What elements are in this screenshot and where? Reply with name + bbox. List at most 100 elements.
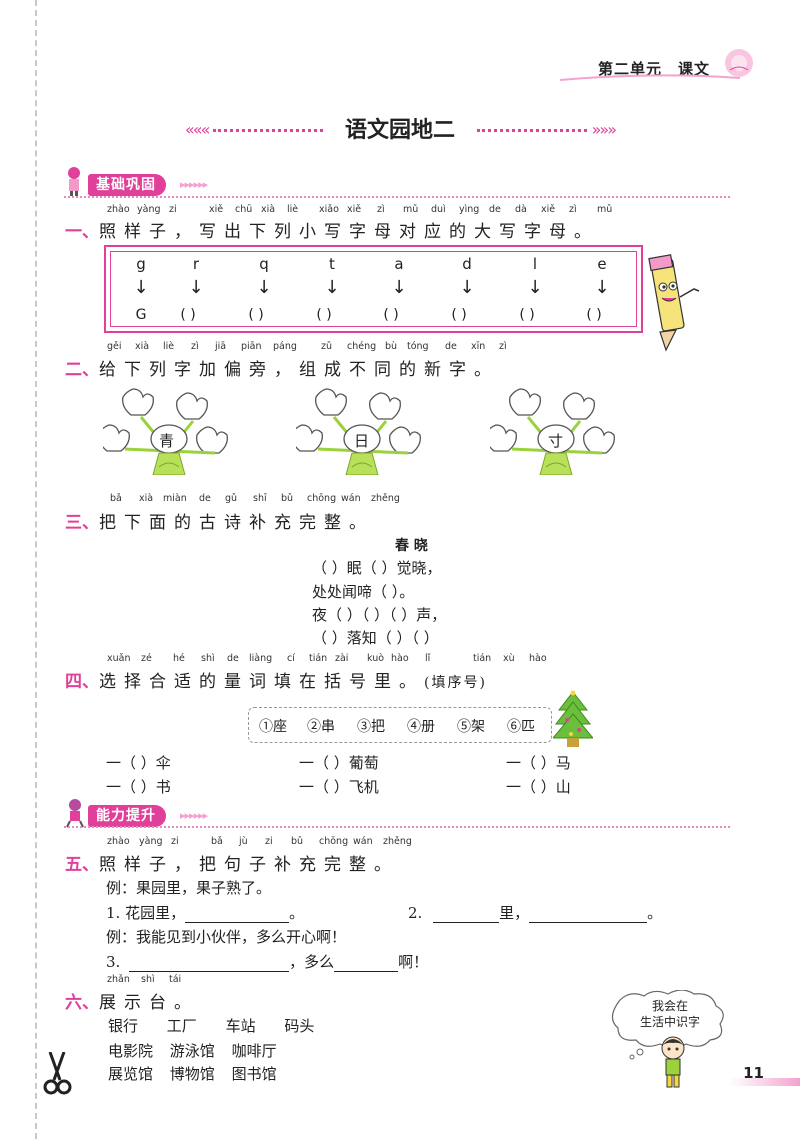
q4-item: 一（ ）葡萄	[299, 754, 379, 772]
pinyin: tián	[309, 653, 328, 664]
question-2: 二、给下列字加偏旁，组成不同的新字。	[65, 355, 499, 380]
pinyin: mǔ	[597, 204, 613, 215]
cut-line	[35, 0, 37, 1139]
flower-cluster: 寸	[485, 387, 625, 476]
answer-slot[interactable]: ( )	[248, 307, 264, 323]
pinyin: xiě	[541, 204, 556, 215]
pinyin: xià	[139, 493, 154, 504]
pinyin: hào	[391, 653, 409, 664]
down-arrow-icon: ↓	[391, 277, 407, 298]
pinyin: yìng	[459, 204, 480, 215]
q6-pinyin: zhǎn shì tái	[65, 974, 265, 986]
title-dots-right	[477, 129, 587, 132]
question-text: 给下列字加偏旁，组成不同的新字。	[99, 360, 499, 380]
place-word: 博物馆	[169, 1065, 215, 1083]
q5-item-1: 1. 花园里，。	[106, 902, 304, 923]
letter-box: g r q t a d l e ↓ ↓ ↓ ↓ ↓ ↓ ↓ ↓ G ( ) ( …	[104, 245, 643, 333]
pinyin: zì	[569, 204, 577, 215]
choice-item: ⑥匹	[507, 719, 535, 735]
pinyin: tóng	[407, 341, 429, 352]
pinyin: piān	[241, 341, 262, 352]
pinyin: wán	[341, 493, 361, 504]
question-number: 三、	[65, 513, 99, 533]
q4-item: 一（ ）山	[506, 778, 571, 796]
question-1: 一、照样子，写出下列小写字母对应的大写字母。	[65, 217, 599, 242]
period: 。	[289, 904, 305, 922]
pinyin: bǔ	[291, 836, 304, 847]
lowercase-letter: l	[532, 255, 538, 273]
tulip-cluster-icon	[291, 388, 421, 476]
pinyin: xù	[503, 653, 515, 664]
pinyin: zhào	[107, 204, 130, 215]
question-6: 六、展示台。	[65, 988, 199, 1013]
flower-cluster: 青	[98, 387, 238, 476]
pinyin: zhào	[107, 836, 130, 847]
answer-blank[interactable]	[185, 906, 290, 923]
child-icon	[661, 1036, 685, 1088]
answer-slot[interactable]: ( )	[519, 307, 535, 323]
place-word: 咖啡厅	[231, 1042, 277, 1060]
section-basic: 基础巩固	[88, 174, 166, 196]
pinyin: zé	[141, 653, 152, 664]
answer-slot[interactable]: ( )	[383, 307, 399, 323]
pinyin: liè	[287, 204, 299, 215]
lowercase-letter: g	[136, 255, 146, 273]
pinyin: de	[445, 341, 457, 352]
pinyin: mǔ	[403, 204, 419, 215]
pinyin: zhǎn	[107, 974, 130, 985]
lowercase-letter: a	[394, 255, 404, 273]
answer-blank[interactable]	[433, 906, 500, 923]
page-number-bar	[730, 1078, 800, 1086]
pinyin: chōng	[307, 493, 337, 504]
section-ability: 能力提升	[88, 805, 166, 827]
pinyin: tái	[169, 974, 182, 985]
pinyin: cí	[287, 653, 295, 664]
pinyin: xīn	[471, 341, 486, 352]
category-label: 课文	[678, 60, 711, 78]
answer-blank[interactable]	[129, 955, 290, 972]
showcase-row: 银行 工厂 车站 码头	[108, 1015, 314, 1036]
q1-pinyin: zhào yàng zi xiě chū xià liè xiǎo xiě zì…	[65, 204, 665, 216]
answer-slot[interactable]: ( )	[180, 307, 196, 323]
header-swoosh	[560, 74, 741, 81]
choice-item: ②串	[307, 719, 335, 735]
place-word: 图书馆	[231, 1065, 277, 1083]
lowercase-letter: r	[192, 255, 200, 273]
base-char: 寸	[548, 432, 564, 450]
pinyin: dà	[515, 204, 527, 215]
pinyin: zhěng	[371, 493, 400, 504]
q5-pinyin: zhào yàng zi bǎ jù zi bǔ chōng wán zhěng	[65, 836, 465, 848]
pinyin: zi	[265, 836, 273, 847]
answer-slot[interactable]: ( )	[451, 307, 467, 323]
answer-blank[interactable]	[529, 906, 648, 923]
answer-slot[interactable]: ( )	[586, 307, 602, 323]
place-word: 展览馆	[108, 1065, 154, 1083]
choice-item: ④册	[407, 719, 435, 735]
pinyin: zài	[335, 653, 349, 664]
pinyin: xuǎn	[107, 653, 131, 664]
pinyin: liè	[163, 341, 175, 352]
question-number: 一、	[65, 222, 99, 242]
place-word: 车站	[225, 1017, 256, 1035]
tulip-cluster-icon	[485, 388, 615, 476]
pinyin: xià	[261, 204, 276, 215]
poem-line: （ ）眠（ ）觉晓，	[312, 559, 442, 577]
pinyin: liàng	[249, 653, 273, 664]
choice-item: ①座	[259, 719, 287, 735]
pinyin: páng	[273, 341, 297, 352]
section-arrows: ▸▸▸▸▸▸	[180, 178, 208, 191]
answer-blank[interactable]	[334, 955, 399, 972]
showcase-row: 电影院 游泳馆 咖啡厅	[108, 1040, 277, 1061]
flower-icon	[725, 49, 753, 77]
q4-item: 一（ ）书	[106, 778, 171, 796]
page-title: 语文园地二	[344, 118, 455, 143]
period: 。	[647, 904, 663, 922]
cloud-bubble-icon	[611, 990, 724, 1060]
pinyin: xià	[135, 341, 150, 352]
pinyin: bǎ	[211, 836, 223, 847]
uppercase-answer: G	[135, 307, 147, 323]
pencil-mascot-icon	[648, 254, 700, 352]
answer-slot[interactable]: ( )	[316, 307, 332, 323]
pinyin: yàng	[137, 204, 161, 215]
flower-cluster: 日	[291, 387, 431, 476]
